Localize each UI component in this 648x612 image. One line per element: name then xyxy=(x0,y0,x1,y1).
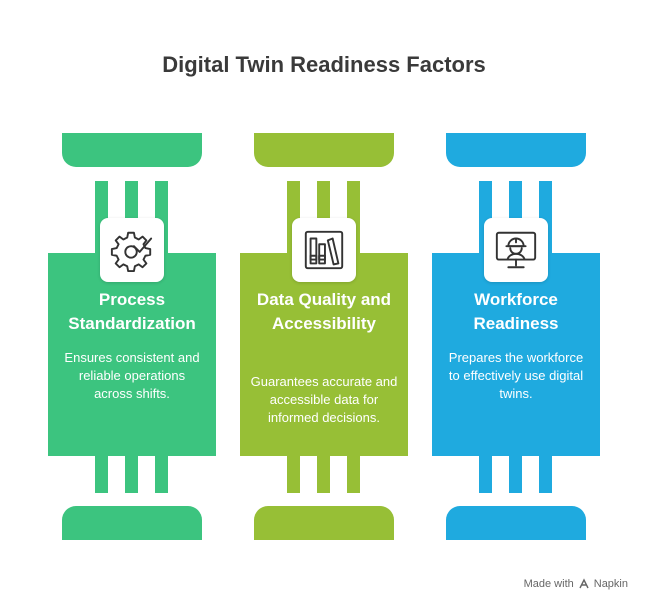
factor-description: Ensures consistent and reliable operatio… xyxy=(64,350,200,401)
top-cap xyxy=(446,133,586,167)
factor-column-workforce: Workforce Readiness Prepares the workfor… xyxy=(432,0,600,612)
factor-card xyxy=(432,253,600,456)
gear-check-icon xyxy=(100,218,164,282)
connector-rod xyxy=(125,456,138,493)
factor-title: Data Quality and Accessibility xyxy=(256,290,392,333)
factor-card xyxy=(48,253,216,456)
factor-title: Workforce Readiness xyxy=(473,290,559,333)
connector-rod xyxy=(509,456,522,493)
connector-rod xyxy=(317,456,330,493)
made-with-label: Made with xyxy=(523,578,574,590)
connector-rod xyxy=(539,456,552,493)
connector-rod xyxy=(479,456,492,493)
factor-title: Process Standardization xyxy=(68,290,196,333)
factor-column-data: Data Quality and Accessibility Guarantee… xyxy=(240,0,408,612)
napkin-brand-label: Napkin xyxy=(593,578,628,590)
top-cap xyxy=(254,133,394,167)
page-title: Digital Twin Readiness Factors xyxy=(162,52,486,77)
factor-description: Guarantees accurate and accessible data … xyxy=(250,374,398,425)
bottom-cap xyxy=(254,506,394,540)
bottom-cap xyxy=(446,506,586,540)
factor-description: Prepares the workforce to effectively us… xyxy=(448,350,584,401)
connector-rod xyxy=(287,456,300,493)
connector-rod xyxy=(155,456,168,493)
connector-rod xyxy=(95,456,108,493)
napkin-logo-icon xyxy=(579,578,589,589)
bottom-cap xyxy=(62,506,202,540)
connector-rod xyxy=(347,456,360,493)
factor-column-process: Process Standardization Ensures consiste… xyxy=(48,0,216,612)
data-chart-icon xyxy=(292,218,356,282)
worker-monitor-icon xyxy=(484,218,548,282)
top-cap xyxy=(62,133,202,167)
factor-card xyxy=(240,253,408,456)
made-with-napkin-footer: Made with Napkin xyxy=(524,578,628,590)
